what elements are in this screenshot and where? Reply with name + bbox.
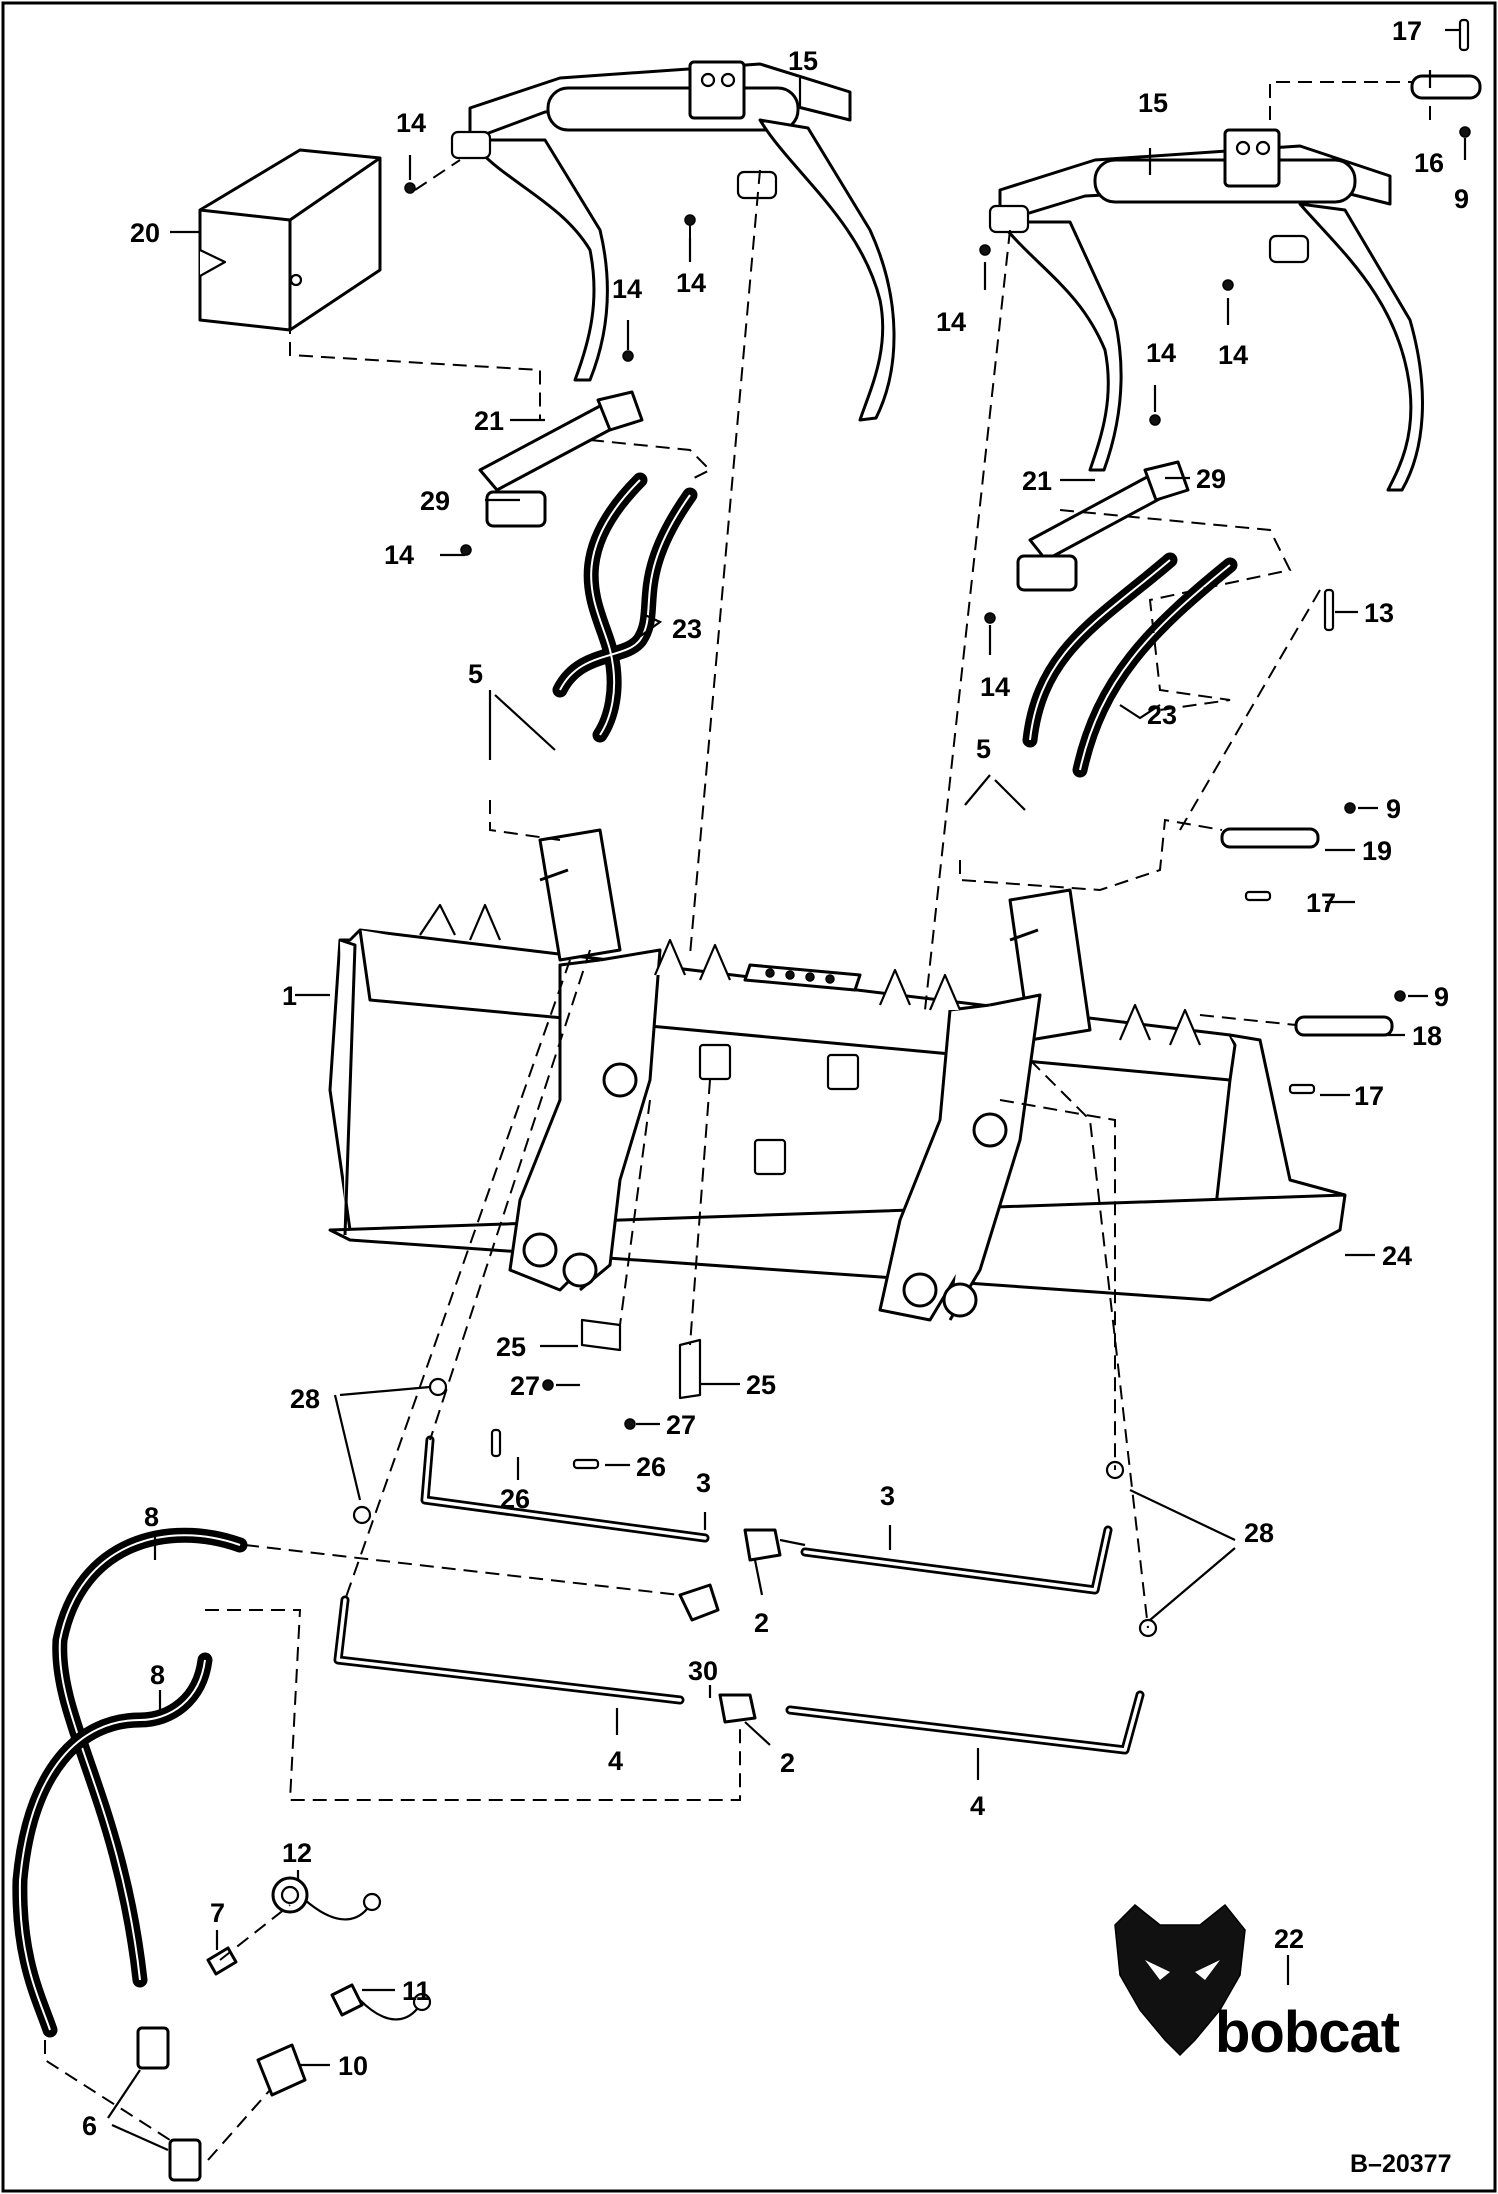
small-hardware (352, 18, 1471, 1638)
callout-14-f: 14 (1218, 340, 1248, 370)
callout-14-b: 14 (676, 268, 706, 298)
callout-6: 6 (82, 2111, 97, 2141)
callout-24: 24 (1382, 1241, 1412, 1271)
callout-2-upper: 2 (754, 1608, 769, 1638)
mounting-plate-left (538, 828, 622, 962)
callout-12: 12 (282, 1838, 312, 1868)
callout-10: 10 (338, 2051, 368, 2081)
callout-2-lower: 2 (780, 1748, 795, 1778)
bobcat-wordmark: bobcat (1215, 2000, 1400, 2065)
mounting-blocks (698, 1043, 860, 1176)
callout-8-lower: 8 (150, 1660, 165, 1690)
cylinder-guard (198, 148, 382, 332)
callout-15-right: 15 (1138, 88, 1168, 118)
loader-arm-left (508, 948, 662, 1292)
callout-5-right: 5 (976, 734, 991, 764)
callout-22: 22 (1274, 1924, 1304, 1954)
callout-9-b: 9 (1386, 794, 1401, 824)
tube-3-left (420, 1435, 710, 1543)
callout-16: 16 (1414, 148, 1444, 178)
tube-3-right (800, 1525, 1113, 1595)
callout-13: 13 (1364, 598, 1394, 628)
callout-21-left: 21 (474, 406, 504, 436)
callout-8-upper: 8 (144, 1502, 159, 1532)
callout-17-a: 17 (1392, 16, 1422, 46)
callout-29-right: 29 (1196, 464, 1226, 494)
callout-14-d: 14 (384, 540, 414, 570)
callout-9-c: 9 (1434, 982, 1449, 1012)
callout-21-right: 21 (1022, 466, 1052, 496)
elbow-fitting (678, 1583, 720, 1622)
callout-14-e: 14 (936, 307, 966, 337)
callout-3-left: 3 (696, 1468, 711, 1498)
callout-28-a: 28 (290, 1384, 320, 1414)
cylinder-right (1016, 460, 1190, 592)
grapple-tine-left (450, 60, 896, 422)
clamps (580, 1318, 702, 1400)
callout-23-right: 23 (1147, 700, 1177, 730)
tube-4-right (785, 1690, 1145, 1755)
callout-27-b: 27 (666, 1410, 696, 1440)
loader-arm-right (878, 993, 1042, 1322)
tee-fitting-upper (743, 1528, 806, 1562)
callout-5-left: 5 (468, 659, 483, 689)
callout-17-b: 17 (1306, 888, 1336, 918)
bobcat-head-icon (1114, 1903, 1246, 2057)
hose-pair-left (552, 472, 698, 743)
callout-leaders (107, 28, 1467, 2152)
callout-9-a: 9 (1454, 184, 1469, 214)
callout-27-a: 27 (510, 1371, 540, 1401)
assembly-lines (44, 81, 1431, 2161)
callout-18: 18 (1412, 1021, 1442, 1051)
callout-14-a: 14 (396, 108, 426, 138)
callout-25-a: 25 (496, 1332, 526, 1362)
callout-26-b: 26 (636, 1452, 666, 1482)
coupler-fittings (136, 1876, 432, 2182)
callout-labels: 15 15 14 14 14 14 14 14 14 14 20 21 21 2… (82, 16, 1469, 2141)
callout-26-a: 26 (500, 1484, 530, 1514)
hose-pair-right (1022, 552, 1238, 778)
callout-15-left: 15 (788, 46, 818, 76)
callout-29-left: 29 (420, 486, 450, 516)
tube-4-left (333, 1595, 685, 1705)
callout-20: 20 (130, 218, 160, 248)
callout-14-h: 14 (980, 672, 1010, 702)
callout-14-c: 14 (612, 274, 642, 304)
callout-23-left: 23 (672, 614, 702, 644)
bobcat-logo: bobcat (1114, 1903, 1401, 2065)
grapple-tine-right (988, 128, 1424, 492)
bucket-top-hardware (419, 903, 1202, 1046)
callout-3-right: 3 (880, 1481, 895, 1511)
hose-8-main (52, 1527, 248, 1988)
tee-fitting-lower (718, 1693, 757, 1724)
callout-7: 7 (210, 1898, 225, 1928)
document-number: B–20377 (1350, 2150, 1451, 2178)
callout-11: 11 (402, 1976, 431, 2006)
hose-8-secondary (12, 1652, 213, 2038)
callout-14-g: 14 (1146, 338, 1176, 368)
callout-19: 19 (1362, 836, 1392, 866)
callout-4-left: 4 (608, 1746, 623, 1776)
callout-25-b: 25 (746, 1370, 776, 1400)
callout-28-b: 28 (1244, 1518, 1274, 1548)
callout-4-right: 4 (970, 1791, 985, 1821)
callout-1: 1 (282, 981, 297, 1011)
callout-17-c: 17 (1354, 1081, 1384, 1111)
callout-30: 30 (688, 1656, 718, 1686)
